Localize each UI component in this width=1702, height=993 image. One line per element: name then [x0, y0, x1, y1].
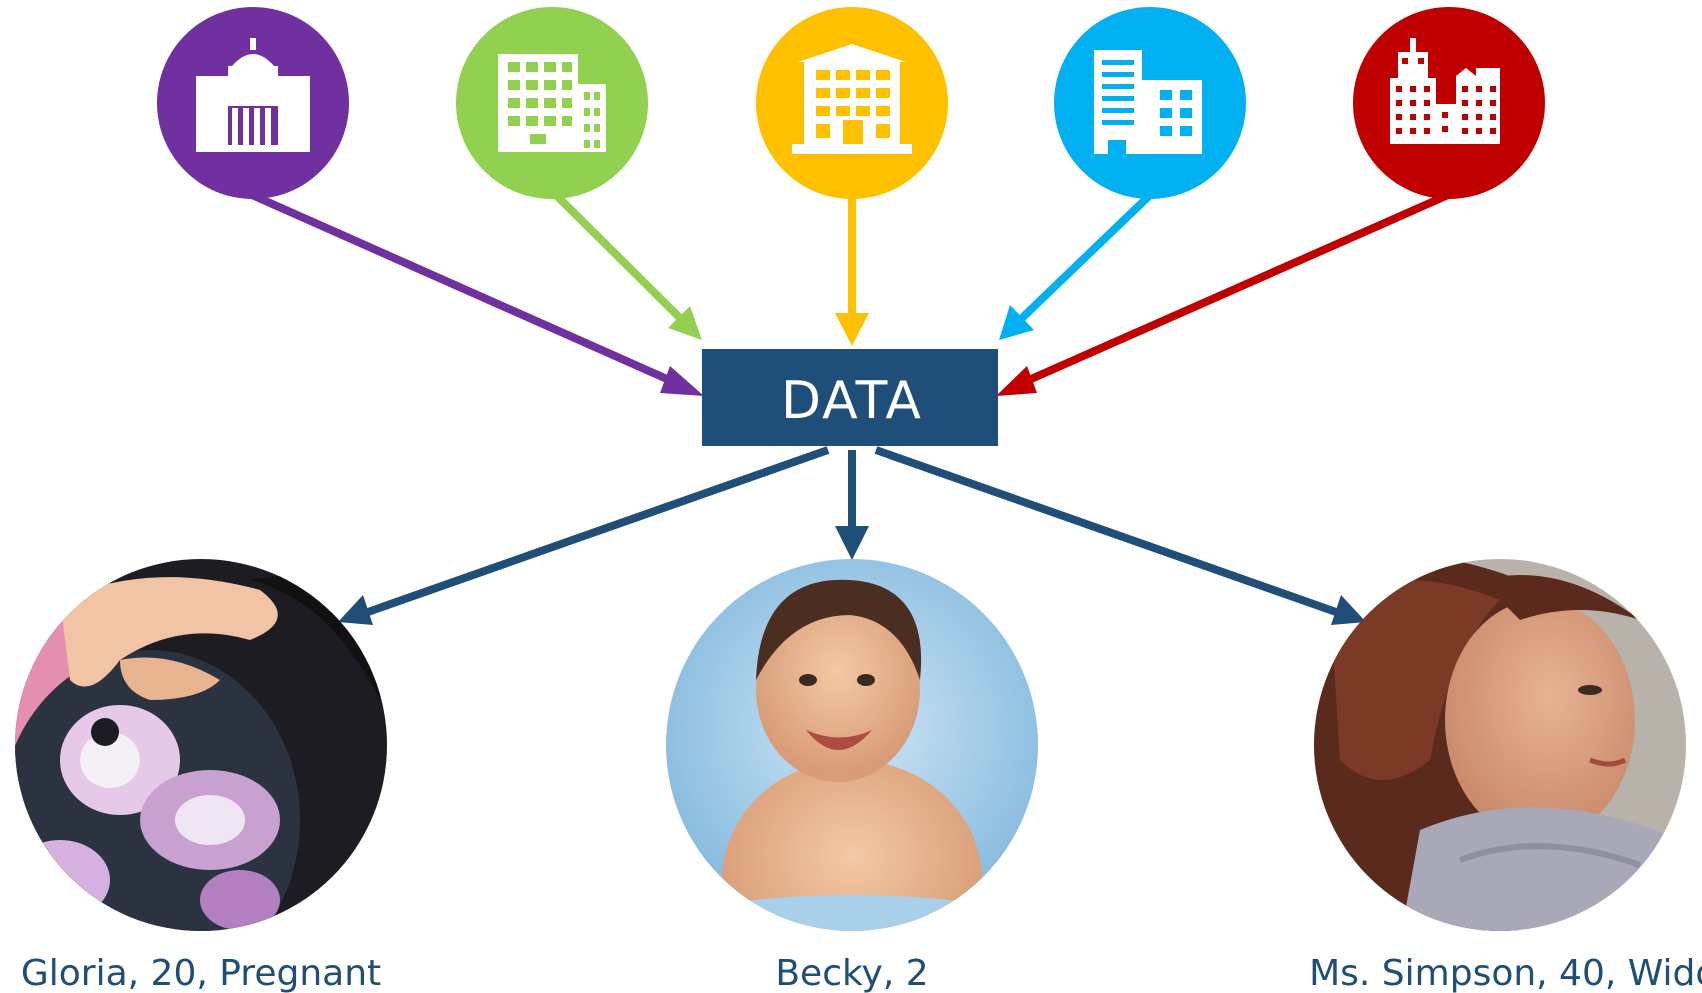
person-label-gloria: Gloria, 20, Pregnant: [21, 953, 381, 993]
city-skyline-icon: [1390, 38, 1500, 144]
woman-portrait-photo: [1314, 559, 1686, 931]
arrow-data-to-becky: [835, 450, 869, 560]
arrow-yellow-to-data: [835, 197, 869, 346]
arrow-data-to-simpson: [874, 446, 1366, 625]
apartment-building-icon: [792, 44, 912, 154]
source-apartment: [756, 7, 948, 199]
government-building-icon: [196, 38, 310, 152]
arrow-purple-to-data: [250, 191, 704, 396]
outgoing-arrows: [338, 446, 1366, 625]
office-building-icon: [498, 54, 606, 152]
source-office: [456, 7, 648, 199]
person-label-becky: Becky, 2: [775, 953, 928, 993]
corporate-building-icon: [1094, 50, 1202, 154]
arrow-data-to-gloria: [338, 446, 830, 625]
arrow-blue-to-data: [999, 192, 1153, 340]
source-corporate: [1054, 7, 1246, 199]
arrow-red-to-data: [996, 191, 1450, 396]
baby-photo: [666, 559, 1038, 931]
incoming-arrows: [250, 191, 1450, 396]
arrow-green-to-data: [553, 192, 702, 340]
data-label: DATA: [781, 371, 923, 431]
source-city: [1353, 7, 1545, 199]
source-government: [157, 7, 349, 199]
person-label-simpson: Ms. Simpson, 40, Widow: [1309, 953, 1702, 993]
data-box: DATA: [702, 349, 998, 446]
